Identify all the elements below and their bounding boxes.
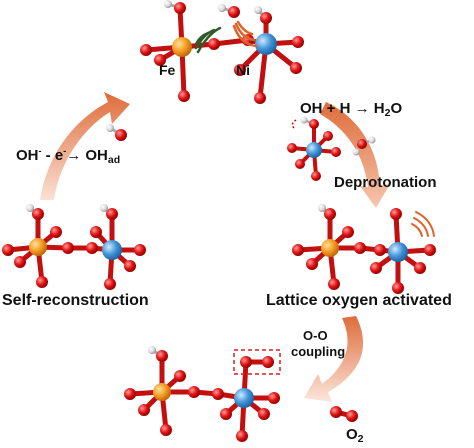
hydrogen-atom — [218, 4, 226, 12]
oxygen-atom — [260, 12, 272, 24]
self-reconstruction-label: Self-reconstruction — [2, 292, 149, 309]
oxygen-atom — [292, 36, 304, 48]
oxygen-atom — [228, 6, 240, 18]
self-reconstruction-structure — [2, 204, 146, 290]
ni-label: Ni — [236, 62, 250, 78]
oxygen-atom — [234, 64, 246, 76]
oxidation-step-label: OH- - e-→ OHad — [16, 146, 121, 166]
oxygen-atom — [140, 44, 152, 56]
oxygen-atom — [254, 92, 266, 104]
proton-removal-label: OH + H → H2O — [300, 100, 403, 119]
o2-label: O2 — [346, 426, 364, 445]
activation-waves — [411, 211, 435, 237]
oxygen-atom — [174, 2, 186, 14]
interaction-waves-green — [194, 26, 222, 54]
oo-label-line2: coupling — [291, 344, 346, 359]
deprotonation-structure — [287, 116, 376, 181]
lattice-oxygen-label: Lattice oxygen activated — [266, 292, 452, 309]
cycle-arrow-left — [40, 92, 130, 200]
o2-molecule-atom — [330, 406, 342, 418]
oo-highlight-box — [233, 349, 281, 375]
interaction-waves-orange — [232, 20, 258, 48]
oo-coupling-structure — [124, 346, 358, 442]
cycle-arrow-bottom — [304, 316, 364, 402]
hydrogen-atom — [254, 6, 262, 14]
oxygen-atom — [178, 90, 190, 102]
deprotonation-label: Deprotonation — [334, 174, 437, 191]
oo-label-line1: O-O — [303, 328, 328, 343]
top-structure — [140, 0, 304, 104]
cycle-arrow-right — [320, 102, 390, 208]
ni-atom — [255, 33, 277, 55]
oxygen-atom — [154, 54, 166, 66]
oxygen-atom — [208, 38, 220, 50]
fe-atom — [172, 37, 192, 57]
lattice-oxygen-structure — [292, 204, 436, 294]
oxygen-atom — [290, 62, 302, 74]
o2-molecule-atom — [346, 410, 358, 422]
hydrogen-atom — [164, 0, 172, 8]
adsorbed-oh — [106, 124, 127, 141]
fe-label: Fe — [159, 62, 176, 78]
